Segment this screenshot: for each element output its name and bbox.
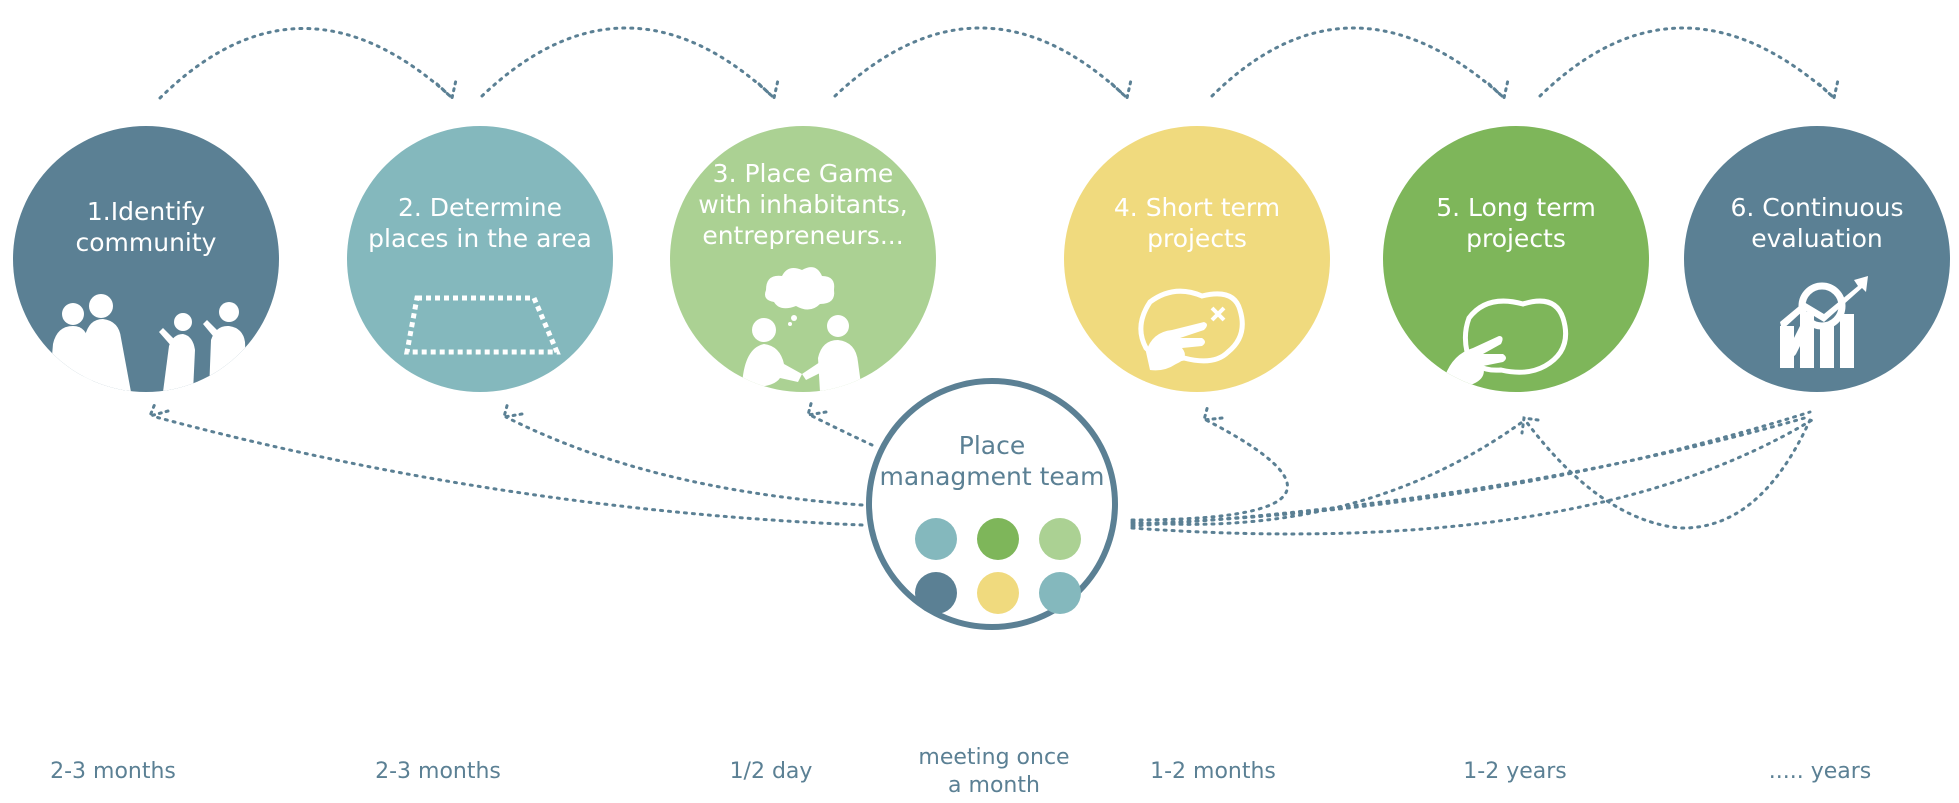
team-dot-4 — [915, 572, 957, 614]
map-point-icon — [1138, 288, 1245, 371]
link-team-step2 — [504, 415, 864, 507]
arrowhead-team-step1 — [147, 399, 170, 419]
step-6-label: 6. Continuous evaluation — [1730, 193, 1904, 253]
step-4-label: 4. Short term projects — [1113, 193, 1281, 253]
arc-step5-step6 — [1538, 26, 1834, 98]
step-5-long-term-projects: 5. Long term projects — [1383, 126, 1649, 392]
arc-step2-step3 — [480, 26, 774, 98]
team-dot-3 — [1039, 518, 1081, 560]
duration-team: meeting once a month — [918, 745, 1070, 798]
duration-step-5: 1-2 years — [1463, 759, 1567, 784]
step-4-short-term-projects: 4. Short term projects — [1064, 126, 1330, 392]
step-2-determine-places: 2. Determine places in the area — [347, 126, 613, 392]
step-1-label: 1.Identify community — [75, 197, 217, 257]
arrowhead-team-step2 — [501, 400, 524, 419]
duration-step-3: 1/2 day — [729, 759, 813, 784]
map-point-icon — [1445, 298, 1569, 392]
step-6-continuous-evaluation: 6. Continuous evaluation — [1684, 126, 1950, 392]
link-team-step6-b — [1130, 415, 1810, 528]
arrowhead-team-step3 — [805, 398, 828, 417]
link-step6-step5 — [1523, 418, 1812, 530]
arrowhead-team-step5 — [1520, 416, 1540, 435]
team-label: Place managment team — [879, 431, 1105, 491]
step-3-label: 3. Place Game with inhabitants, entrepre… — [698, 159, 908, 250]
link-team-step6-a — [1130, 410, 1812, 526]
step-2-label: 2. Determine places in the area — [368, 193, 592, 253]
arc-step3-step4 — [833, 26, 1127, 98]
arrowhead-step2 — [435, 78, 458, 101]
analytics-icon — [1780, 276, 1868, 368]
duration-step-4: 1-2 months — [1150, 759, 1276, 784]
team-dot-2 — [977, 518, 1019, 560]
people-silhouette-icon — [49, 294, 247, 392]
step-1-identify-community: 1.Identify community — [13, 126, 279, 392]
duration-step-1: 2-3 months — [50, 759, 176, 784]
arrowhead-team-step4 — [1201, 403, 1224, 422]
dotted-area-icon — [403, 295, 561, 355]
arrowhead-step6 — [1817, 78, 1840, 101]
duration-step-6: ..... years — [1768, 759, 1872, 784]
arrowhead-step5 — [1487, 78, 1510, 101]
arc-step1-step2 — [158, 27, 452, 100]
duration-step-2: 2-3 months — [375, 759, 501, 784]
arrowhead-step4 — [1110, 78, 1133, 101]
place-management-team: Place managment team — [866, 378, 1118, 630]
team-dot-5 — [977, 572, 1019, 614]
arc-step4-step5 — [1210, 26, 1504, 98]
step-3-place-game: 3. Place Game with inhabitants, entrepre… — [670, 126, 936, 392]
link-team-step3 — [808, 413, 874, 447]
link-team-step5 — [1130, 418, 1527, 526]
team-dot-1 — [915, 518, 957, 560]
link-team-step6-c — [1130, 418, 1814, 536]
link-team-step1 — [150, 414, 864, 527]
step-5-label: 5. Long term projects — [1436, 193, 1596, 253]
team-dot-6 — [1039, 572, 1081, 614]
discussion-icon — [742, 267, 862, 392]
link-team-step4 — [1130, 418, 1289, 522]
arrowhead-step3 — [757, 78, 780, 101]
